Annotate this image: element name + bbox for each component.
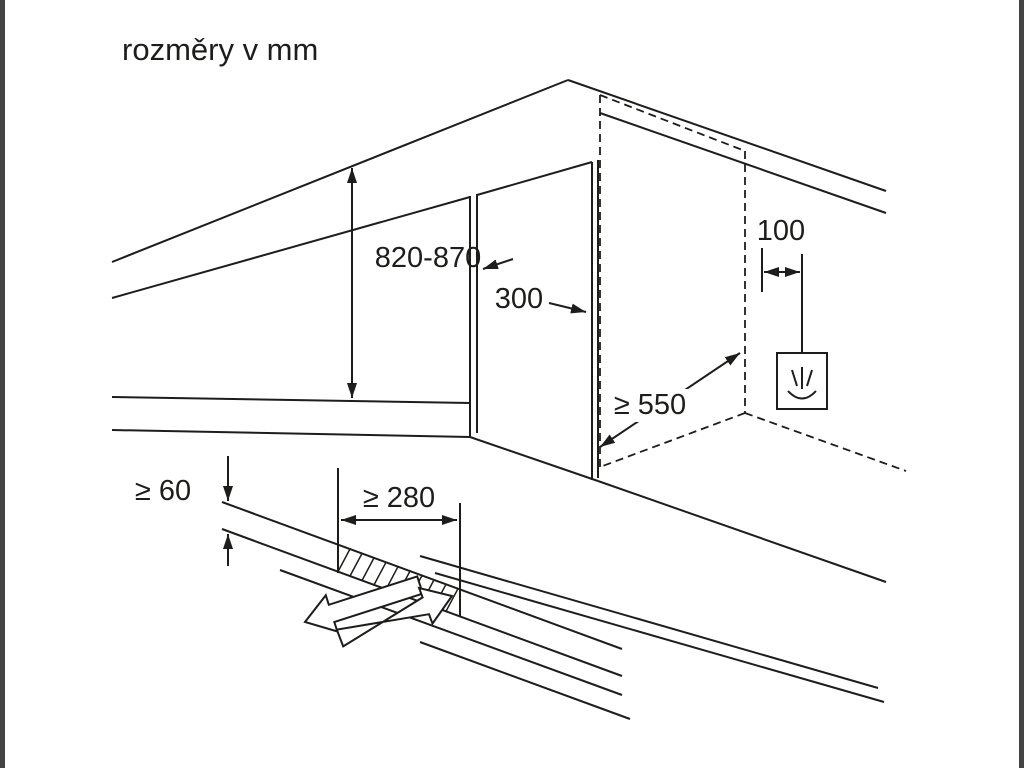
page-title: rozměry v mm <box>122 32 318 67</box>
cabinet-plinth-line <box>111 396 471 404</box>
niche-width-dimension: 300 <box>482 258 587 315</box>
vent-width-dimension: ≥ 280 <box>337 468 461 617</box>
height-dimension-label: 820-870 <box>375 242 481 274</box>
dashed-top-back-edge <box>599 94 746 152</box>
socket-symbol <box>776 352 828 410</box>
depth-dimension: ≥ 550 <box>599 352 741 448</box>
vent-width-label: ≥ 280 <box>363 482 435 514</box>
socket-pin-right <box>806 369 813 387</box>
plinth-detail-view: ≥ 60 ≥ 280 <box>135 456 631 720</box>
plinth-clearance-dimension: ≥ 60 <box>135 456 233 566</box>
airflow-in-arrow <box>335 586 454 648</box>
worktop-front-edge <box>111 196 471 299</box>
left-edge-bar <box>0 0 5 768</box>
floor-detail-line-2 <box>419 641 631 720</box>
socket-arc <box>787 390 817 400</box>
right-edge-bar <box>1019 0 1024 768</box>
depth-label-mask <box>602 389 698 422</box>
floor-right <box>419 480 887 703</box>
niche-top-edge <box>476 161 593 196</box>
niche-width-label: 300 <box>495 283 543 315</box>
power-socket-icon <box>787 367 817 400</box>
floor-front-line-2 <box>434 572 885 703</box>
worktop-left <box>111 79 569 299</box>
floor-back-line <box>597 480 887 583</box>
worktop-back-edge <box>111 79 569 263</box>
socket-offset-label: 100 <box>757 215 805 247</box>
niche-floor-edge <box>469 436 599 482</box>
dashed-floor-extension <box>744 412 907 472</box>
niche-width-arrow-right <box>548 302 587 314</box>
floor-front-line-1 <box>419 555 879 689</box>
cabinet-bottom-edge <box>111 429 471 438</box>
height-dimension: 820-870 <box>347 168 481 398</box>
plinth-clearance-label: ≥ 60 <box>135 475 191 507</box>
depth-dimension-label: ≥ 550 <box>614 389 686 421</box>
niche-width-arrow-left <box>482 258 514 270</box>
wall-right <box>567 79 887 214</box>
socket-pin-left <box>791 369 798 387</box>
floor-detail-line-1 <box>279 569 623 696</box>
clearance-dashed-box <box>599 94 907 472</box>
airflow-out-arrow <box>303 575 425 633</box>
socket-offset-dimension: 100 <box>757 215 805 353</box>
airflow-arrows <box>303 575 454 648</box>
wall-lower-edge <box>599 112 887 214</box>
main-installation-view: 820-870 300 ≥ 550 100 <box>111 79 907 703</box>
wall-top-edge <box>567 79 887 192</box>
left-cabinet <box>111 194 478 438</box>
niche-opening <box>469 160 599 482</box>
